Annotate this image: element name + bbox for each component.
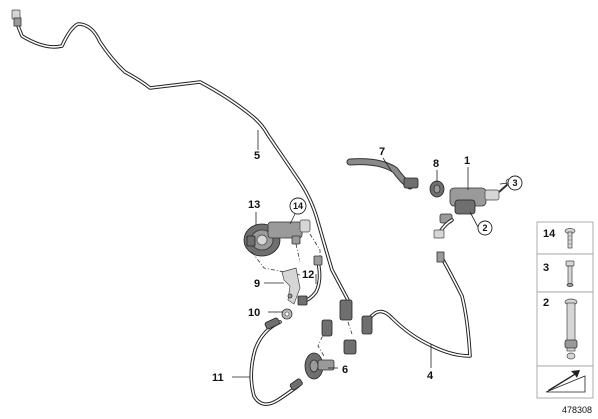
legend-label-3: 3 [543, 262, 549, 274]
reservoir-hose-7[interactable] [346, 158, 419, 190]
callout-13: 13 [248, 199, 260, 211]
reference-number: 478308 [562, 405, 592, 415]
direction-arrow-icon [545, 370, 586, 393]
pipe-5[interactable] [11, 9, 350, 302]
hose-11[interactable] [249, 317, 303, 406]
pin-icon [565, 260, 575, 287]
callout-2-marker: 2 [477, 220, 493, 236]
screw-icon [564, 228, 576, 249]
callout-14: 14 [293, 201, 303, 211]
leader-lines [232, 130, 509, 378]
callout-5: 5 [254, 150, 260, 162]
callout-7: 7 [379, 146, 385, 158]
callout-14-marker: 14 [289, 197, 307, 215]
bracket-9[interactable] [281, 267, 301, 305]
connector-6[interactable] [304, 299, 373, 380]
legend-panel: 14 3 2 [536, 221, 594, 399]
callout-3: 3 [512, 178, 517, 188]
callout-10: 10 [248, 307, 260, 319]
callout-9: 9 [254, 278, 260, 290]
legend-box-3 [536, 253, 594, 293]
push-rod-icon [564, 298, 578, 360]
callout-1: 1 [464, 155, 470, 167]
legend-box-14 [536, 221, 594, 255]
callout-8: 8 [433, 158, 439, 170]
callout-11: 11 [212, 372, 224, 384]
legend-box-2 [536, 291, 594, 367]
callout-4: 4 [427, 370, 434, 382]
callout-6: 6 [342, 364, 348, 376]
master-cylinder-1[interactable] [433, 178, 513, 239]
grommet-8[interactable] [429, 180, 445, 198]
legend-label-14: 14 [543, 228, 556, 240]
pipe-4[interactable] [368, 251, 472, 358]
callout-12: 12 [302, 269, 314, 281]
legend-label-2: 2 [543, 297, 549, 309]
clip-10[interactable] [281, 308, 293, 320]
slave-cylinder-13[interactable] [243, 219, 311, 257]
callout-3-marker: 3 [507, 175, 523, 191]
callout-2: 2 [482, 223, 487, 233]
connector-12[interactable] [297, 255, 323, 306]
